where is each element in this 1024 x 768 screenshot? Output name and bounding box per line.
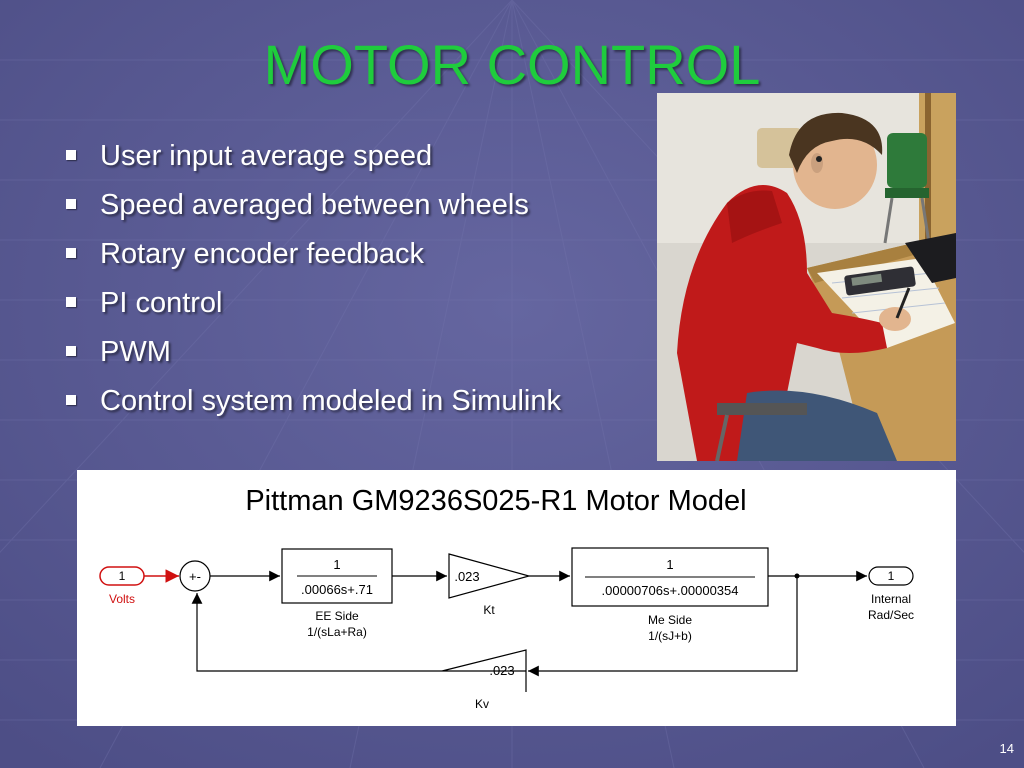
ee-numerator: 1 bbox=[333, 557, 340, 572]
me-block-name: Me Side bbox=[648, 613, 692, 627]
outport-block bbox=[868, 566, 914, 586]
bullet-text: PI control bbox=[100, 287, 223, 319]
inport-label: Volts bbox=[109, 592, 135, 606]
feedback-line-right bbox=[528, 576, 798, 677]
bullet-square-icon bbox=[66, 395, 76, 405]
bullet-text: Speed averaged between wheels bbox=[100, 189, 529, 221]
slide-title: MOTOR CONTROL bbox=[263, 33, 761, 96]
outport-label-line1: Internal bbox=[871, 592, 911, 606]
diagram-canvas: Pittman GM9236S025-R1 Motor Model 1 Volt… bbox=[99, 485, 914, 711]
bullet-item: User input average speed bbox=[62, 138, 561, 187]
sum-signs: +- bbox=[189, 569, 201, 584]
kv-value: .023 bbox=[489, 663, 514, 678]
bullet-text: User input average speed bbox=[100, 140, 433, 172]
bullet-text: PWM bbox=[100, 336, 171, 368]
kt-value: .023 bbox=[454, 569, 479, 584]
me-numerator: 1 bbox=[666, 557, 673, 572]
bullet-item: Speed averaged between wheels bbox=[62, 187, 561, 236]
bullet-square-icon bbox=[66, 150, 76, 160]
ee-block-name: EE Side bbox=[315, 609, 359, 623]
feedback-line-left bbox=[191, 593, 442, 672]
page-number: 14 bbox=[999, 741, 1014, 756]
kt-gain-block bbox=[448, 553, 532, 599]
inport-number: 1 bbox=[119, 569, 126, 583]
bullet-square-icon bbox=[66, 248, 76, 258]
bullet-square-icon bbox=[66, 199, 76, 209]
ee-block-formula: 1/(sLa+Ra) bbox=[307, 625, 367, 639]
kv-gain-block bbox=[441, 649, 527, 692]
me-block-formula: 1/(sJ+b) bbox=[648, 629, 692, 643]
bullet-item: PWM bbox=[62, 334, 561, 383]
kt-name: Kt bbox=[483, 603, 495, 617]
bullet-text: Rotary encoder feedback bbox=[100, 238, 425, 270]
bullet-square-icon bbox=[66, 346, 76, 356]
bullet-item: PI control bbox=[62, 285, 561, 334]
bullet-text: Control system modeled in Simulink bbox=[100, 385, 561, 417]
bullet-item: Rotary encoder feedback bbox=[62, 236, 561, 285]
bullet-list: User input average speed Speed averaged … bbox=[62, 138, 561, 432]
outport-number: 1 bbox=[888, 569, 895, 583]
bullet-square-icon bbox=[66, 297, 76, 307]
ee-denominator: .00066s+.71 bbox=[301, 582, 373, 597]
student-writing-photo bbox=[657, 93, 956, 461]
bullet-item: Control system modeled in Simulink bbox=[62, 383, 561, 432]
kv-name: Kv bbox=[475, 697, 489, 711]
me-denominator: .00000706s+.00000354 bbox=[602, 583, 739, 598]
simulink-diagram: Pittman GM9236S025-R1 Motor Model 1 Volt… bbox=[77, 470, 956, 726]
outport-label-line2: Rad/Sec bbox=[868, 608, 914, 622]
diagram-title: Pittman GM9236S025-R1 Motor Model bbox=[245, 485, 746, 517]
